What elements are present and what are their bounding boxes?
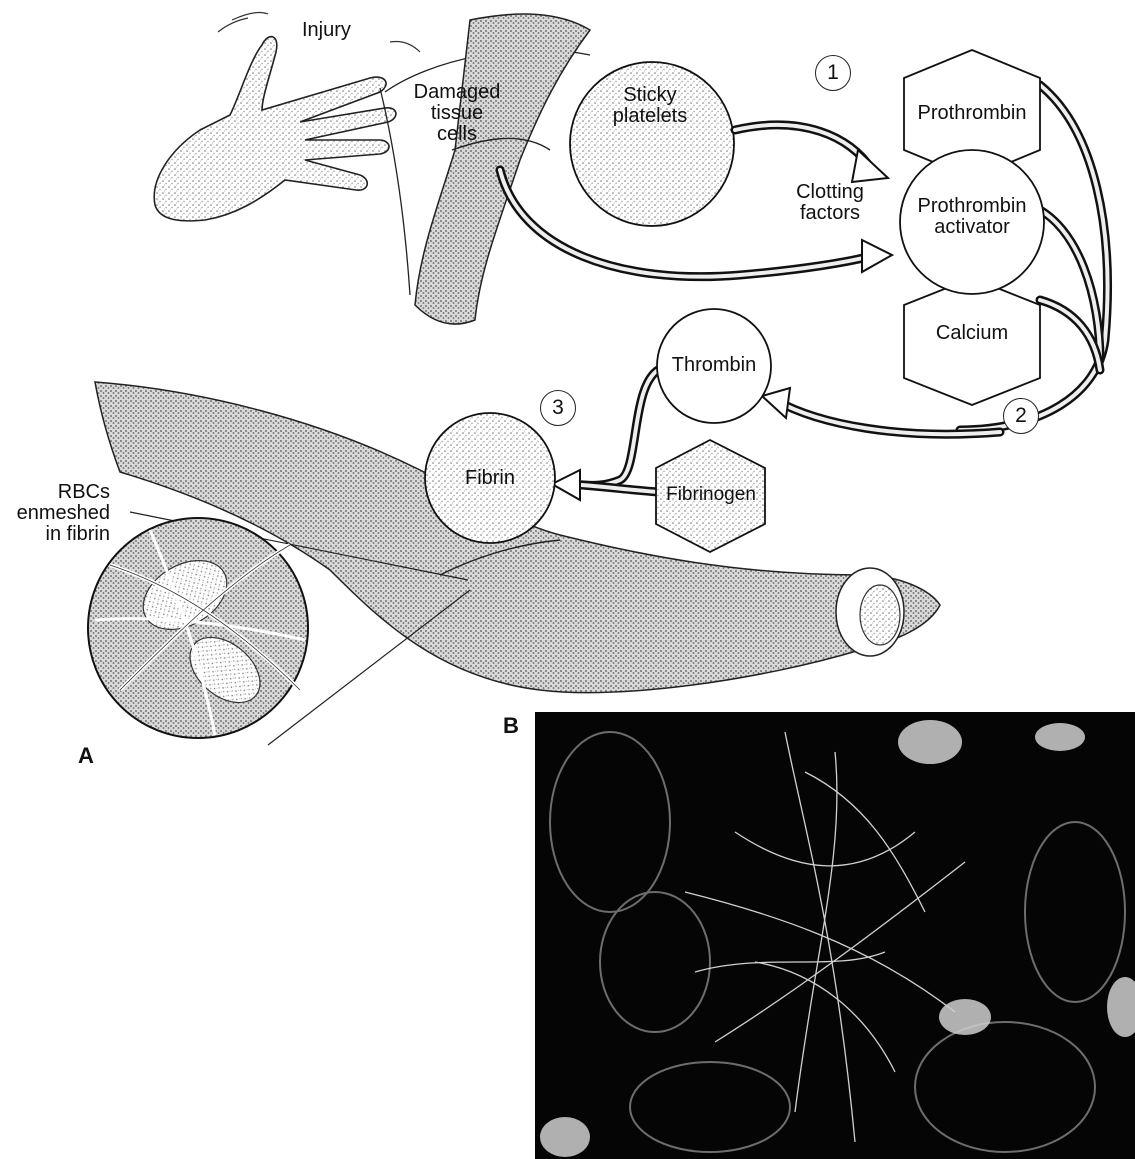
rbcs-enmeshed-label: RBCs enmeshed in fibrin [0,482,110,545]
panel-label-b: B [503,714,519,737]
prothrombin-activator-label: Prothrombin activator [905,196,1039,238]
sticky-platelets-line-2: platelets [595,106,705,127]
fibrinogen-label: Fibrinogen [656,485,766,505]
step-number-2: 2 [1003,398,1039,434]
panel-label-a: A [78,744,94,767]
electron-micrograph [535,712,1135,1159]
clotting-factors-line-2: factors [780,203,880,224]
damaged-tissue-line-3: cells [398,124,516,145]
rbcs-line-1: RBCs [0,482,110,503]
hand-drawing [154,12,420,221]
damaged-tissue-line-1: Damaged [398,82,516,103]
sticky-platelets-line-1: Sticky [595,85,705,106]
fibrin-label: Fibrin [425,468,555,489]
rbcs-line-2: enmeshed [0,503,110,524]
thrombin-label: Thrombin [657,355,771,376]
clotting-factors-label: Clotting factors [780,182,880,224]
prothrombin-label: Prothrombin [904,103,1040,124]
prothrombin-activator-line-2: activator [905,217,1039,238]
rbcs-line-3: in fibrin [0,524,110,545]
step-number-3: 3 [540,390,576,426]
calcium-label: Calcium [904,323,1040,344]
prothrombin-activator-line-1: Prothrombin [905,196,1039,217]
step-number-1: 1 [815,55,851,91]
damaged-tissue-line-2: tissue [398,103,516,124]
damaged-tissue-label: Damaged tissue cells [398,82,516,145]
injury-label: Injury [302,20,351,41]
clotting-factors-line-1: Clotting [780,182,880,203]
sticky-platelets-label: Sticky platelets [595,85,705,127]
micrograph-svg [535,712,1135,1159]
